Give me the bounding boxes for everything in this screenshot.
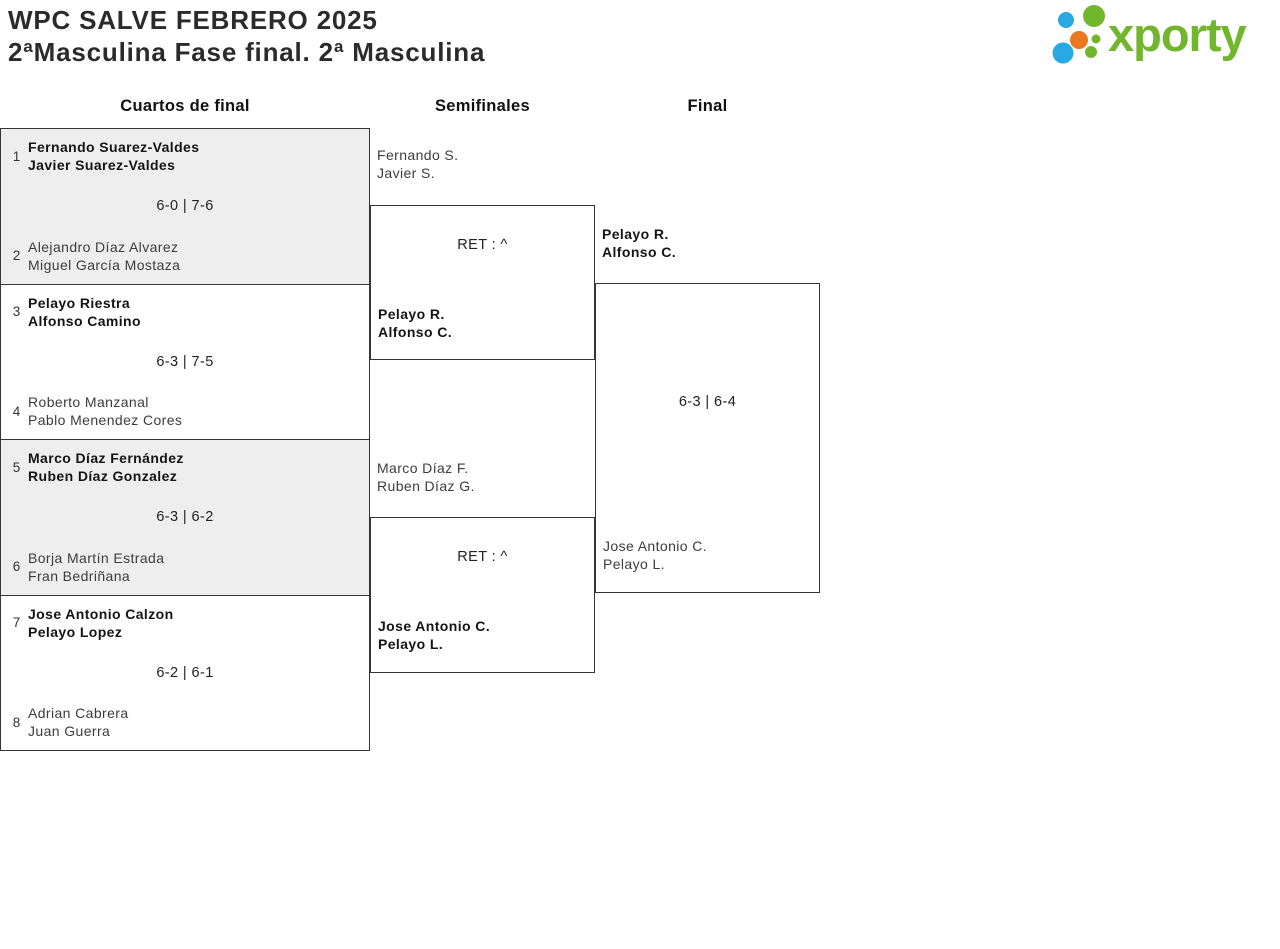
match-score: 6-2 | 6-1 <box>156 664 214 681</box>
player-name: Alejandro Díaz Alvarez <box>28 238 179 255</box>
logo-dot-orange <box>1070 31 1088 49</box>
team-names: Alejandro Díaz Alvarez Miguel García Mos… <box>28 238 180 274</box>
qf2-team-a: 3 Pelayo Riestra Alfonso Camino <box>9 294 361 330</box>
player-name: Jose Antonio C. <box>603 538 708 554</box>
player-name: Pelayo L. <box>603 556 665 572</box>
team-names: Adrian Cabrera Juan Guerra <box>28 704 129 740</box>
logo-dot-blue-small <box>1058 12 1074 28</box>
sf1-team-a: Fernando S. Javier S. <box>377 146 458 182</box>
tournament-title: WPC SALVE FEBRERO 2025 <box>8 5 378 35</box>
player-name: Miguel García Mostaza <box>28 256 181 273</box>
player-name: Adrian Cabrera <box>28 705 129 721</box>
match-score: 6-3 | 7-5 <box>156 353 214 370</box>
player-name: Borja Martín Estrada <box>28 549 165 566</box>
qf3-team-b: 6 Borja Martín Estrada Fran Bedriñana <box>9 549 361 585</box>
sf2-team-a: Marco Díaz F. Ruben Díaz G. <box>377 459 475 495</box>
seed-number: 5 <box>12 459 21 475</box>
player-name: Ruben Díaz G. <box>377 478 475 494</box>
final-match: 6-3 | 6-4 Jose Antonio C. Pelayo L. <box>595 283 820 593</box>
match-score: 6-3 | 6-2 <box>156 509 214 526</box>
quarterfinals-bracket: 1 Fernando Suarez-Valdes Javier Suarez-V… <box>0 128 370 751</box>
team-names: Jose Antonio Calzon Pelayo Lopez <box>28 605 174 641</box>
round-header-quarterfinals: Cuartos de final <box>120 97 250 115</box>
qf2-team-b: 4 Roberto Manzanal Pablo Menendez Cores <box>9 393 361 429</box>
player-name: Juan Guerra <box>28 723 111 739</box>
team-names: Pelayo Riestra Alfonso Camino <box>28 294 141 330</box>
player-name: Fran Bedriñana <box>28 567 131 584</box>
seed-number: 1 <box>12 148 21 164</box>
qf-match-2: 3 Pelayo Riestra Alfonso Camino 6-3 | 7-… <box>1 283 369 440</box>
player-name: Fernando S. <box>377 147 459 163</box>
logo-dot-green-small <box>1085 46 1097 58</box>
match-score: 6-3 | 6-4 <box>678 394 737 410</box>
player-name: Pelayo Riestra <box>28 294 131 311</box>
seed-number: 8 <box>12 714 21 730</box>
player-name: Roberto Manzanal <box>28 394 149 410</box>
player-name: Alfonso Camino <box>28 312 141 329</box>
tournament-header: WPC SALVE FEBRERO 2025 2ªMasculina Fase … <box>8 4 485 68</box>
seed-number: 6 <box>12 559 21 574</box>
seed-number: 3 <box>12 304 21 319</box>
qf3-team-a: 5 Marco Díaz Fernández Ruben Díaz Gonzal… <box>9 449 361 485</box>
sf-match-1: RET : ^ Pelayo R. Alfonso C. <box>370 205 595 360</box>
player-name: Pelayo R. <box>378 306 445 322</box>
player-name: Pablo Menendez Cores <box>28 412 183 428</box>
player-name: Alfonso C. <box>378 324 452 340</box>
sf1-team-b: Pelayo R. Alfonso C. <box>378 305 452 341</box>
player-name: Pelayo L. <box>378 636 444 652</box>
logo-dot-green-tiny <box>1091 34 1101 44</box>
player-name: Ruben Díaz Gonzalez <box>28 468 178 484</box>
seed-number: 4 <box>12 403 21 419</box>
team-names: Marco Díaz Fernández Ruben Díaz Gonzalez <box>28 449 184 485</box>
match-score: 6-0 | 7-6 <box>156 198 214 215</box>
xporty-logo[interactable]: xporty <box>1042 2 1276 70</box>
team-names: Borja Martín Estrada Fran Bedriñana <box>28 549 164 585</box>
player-name: Pelayo R. <box>602 226 669 242</box>
final-team-a: Pelayo R. Alfonso C. <box>602 225 676 261</box>
team-names: Roberto Manzanal Pablo Menendez Cores <box>28 393 182 429</box>
round-header-semifinals: Semifinales <box>434 97 530 115</box>
player-name: Marco Díaz Fernández <box>28 450 184 466</box>
player-name: Alfonso C. <box>602 244 676 260</box>
qf1-team-b: 2 Alejandro Díaz Alvarez Miguel García M… <box>9 238 361 274</box>
player-name: Fernando Suarez-Valdes <box>28 139 200 155</box>
player-name: Pelayo Lopez <box>28 623 123 640</box>
logo-wordmark: xporty <box>1108 8 1247 61</box>
qf-match-4: 7 Jose Antonio Calzon Pelayo Lopez 6-2 |… <box>1 594 369 751</box>
final-team-b: Jose Antonio C. Pelayo L. <box>603 537 707 573</box>
qf4-team-a: 7 Jose Antonio Calzon Pelayo Lopez <box>9 605 361 641</box>
player-name: Javier Suarez-Valdes <box>28 157 176 173</box>
player-name: Javier S. <box>377 165 436 181</box>
sf2-team-b: Jose Antonio C. Pelayo L. <box>378 617 490 653</box>
player-name: Jose Antonio C. <box>378 618 491 634</box>
seed-number: 2 <box>12 248 21 263</box>
qf1-team-a: 1 Fernando Suarez-Valdes Javier Suarez-V… <box>9 138 361 174</box>
player-name: Jose Antonio Calzon <box>28 605 174 622</box>
tournament-subtitle: 2ªMasculina Fase final. 2ª Masculina <box>8 37 486 67</box>
logo-dot-green-large <box>1083 5 1105 27</box>
seed-number: 7 <box>12 615 21 630</box>
match-score: RET : ^ <box>457 237 508 253</box>
team-names: Fernando Suarez-Valdes Javier Suarez-Val… <box>28 138 199 174</box>
sf-match-2: RET : ^ Jose Antonio C. Pelayo L. <box>370 517 595 673</box>
logo-dot-blue-large <box>1052 42 1074 64</box>
qf-match-1: 1 Fernando Suarez-Valdes Javier Suarez-V… <box>1 129 369 284</box>
qf-match-3: 5 Marco Díaz Fernández Ruben Díaz Gonzal… <box>1 439 369 595</box>
match-score: RET : ^ <box>457 549 508 565</box>
qf4-team-b: 8 Adrian Cabrera Juan Guerra <box>9 704 361 740</box>
round-header-final: Final <box>687 97 728 115</box>
player-name: Marco Díaz F. <box>377 460 469 476</box>
